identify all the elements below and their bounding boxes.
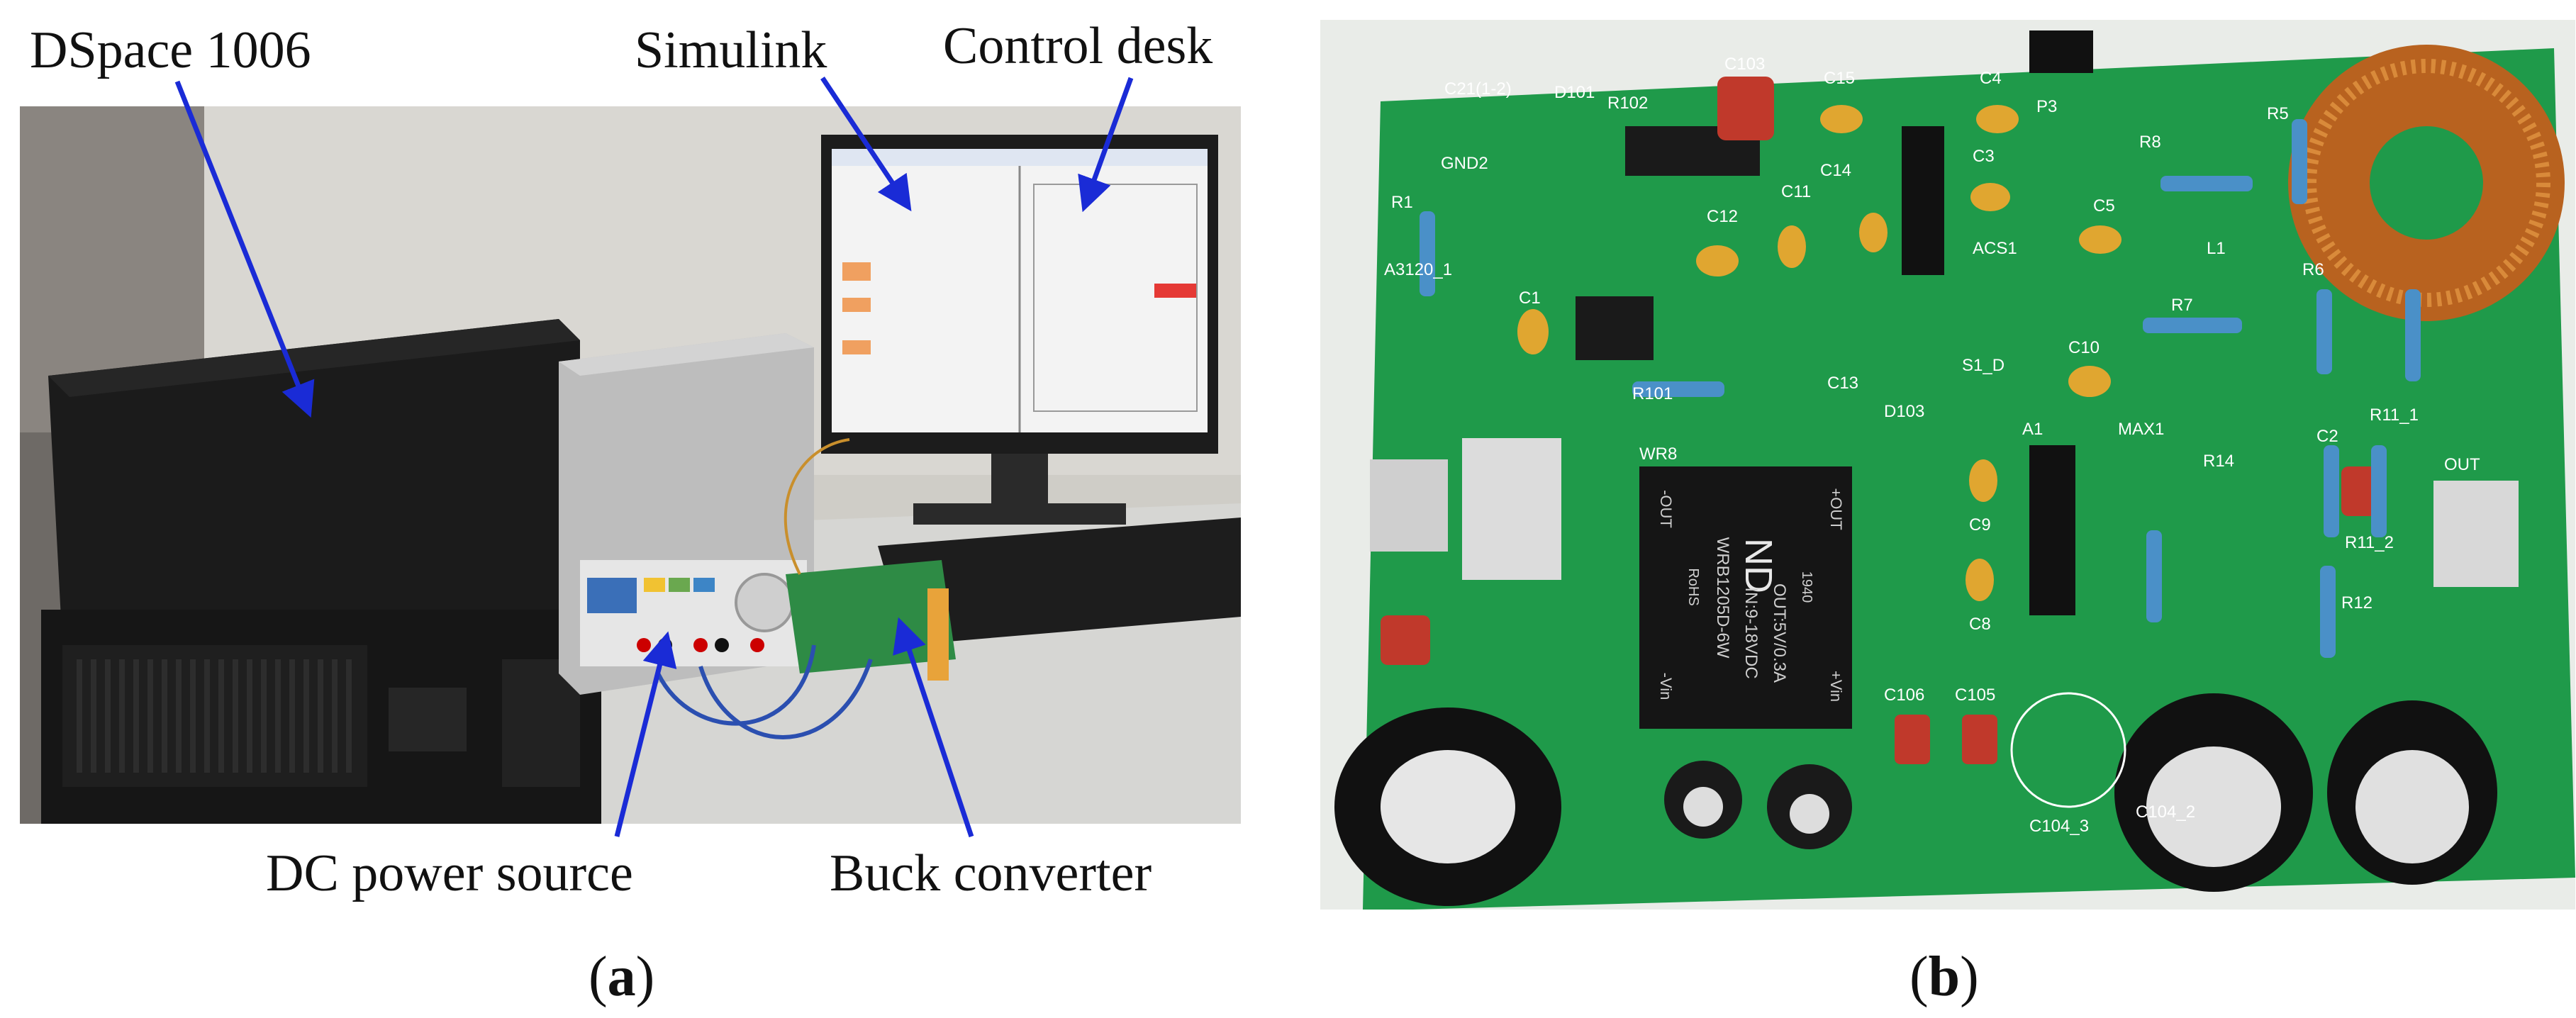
electrolytic-capacitors [1334, 693, 2497, 906]
silk-label: C2 [2316, 427, 2338, 446]
dcdc-module-plus-out: +OUT [1827, 488, 1845, 530]
silk-label: C104_2 [2136, 802, 2195, 822]
panel-a-label: (a) [589, 946, 655, 1008]
silk-label: R7 [2171, 296, 2193, 315]
silk-label: C104_3 [2029, 817, 2089, 836]
silk-label: C1 [1519, 289, 1541, 308]
silk-label: OUT [2444, 455, 2480, 474]
lab-setup-illustration [20, 106, 1241, 824]
output-terminal [2433, 481, 2519, 587]
dcdc-module-rohs: RoHS [1685, 568, 1701, 605]
silk-label: S1_D [1962, 356, 2005, 375]
silk-label: C11 [1781, 182, 1811, 201]
input-terminal [1370, 459, 1448, 552]
dcdc-module-minus-out: -OUT [1657, 490, 1675, 528]
silk-label: P3 [2036, 97, 2057, 116]
silk-label: R11_1 [2370, 405, 2419, 425]
silk-label: C21(1-2) [1444, 79, 1512, 99]
panel-b-letter: b [1928, 946, 1961, 1008]
silk-label: C10 [2068, 338, 2100, 357]
silk-label: C106 [1884, 686, 1924, 705]
silk-label: A1 [2022, 420, 2043, 439]
heatsink [1462, 438, 1561, 580]
panel-b-photo: ND WRB1205D-6W IN:9-18VDC OUT:5V/0.3A Ro… [1320, 20, 2575, 910]
silk-label: D103 [1884, 402, 1924, 421]
silk-label: GND2 [1441, 154, 1488, 173]
dcdc-module-date: 1940 [1799, 571, 1814, 603]
capacitor-footprint-outline [2010, 692, 2126, 808]
panel-a-letter: a [607, 946, 636, 1008]
callout-control-desk: Control desk [943, 17, 1213, 75]
callout-simulink: Simulink [635, 21, 827, 79]
silk-label: R14 [2203, 452, 2234, 471]
silk-label: R6 [2302, 260, 2324, 279]
callout-buck-converter: Buck converter [830, 844, 1152, 902]
silk-label: ACS1 [1973, 239, 2017, 258]
silk-label: MAX1 [2118, 420, 2164, 439]
silk-label: R101 [1632, 384, 1673, 403]
silk-label: L1 [2207, 239, 2226, 258]
silk-label: C15 [1824, 69, 1855, 88]
silk-label: R8 [2139, 133, 2161, 152]
dcdc-module-part: WRB1205D-6W [1713, 537, 1732, 659]
panel-a-photo [20, 106, 1241, 824]
dcdc-module-output: OUT:5V/0.3A [1770, 583, 1789, 683]
silk-label: C105 [1955, 686, 1995, 705]
dcdc-module-input: IN:9-18VDC [1741, 587, 1761, 678]
dspace-case [41, 319, 601, 824]
silk-label: C12 [1707, 207, 1738, 226]
silk-label: C3 [1973, 147, 1995, 166]
buck-converter-pcb: ND WRB1205D-6W IN:9-18VDC OUT:5V/0.3A Ro… [1320, 20, 2575, 910]
silk-label: C9 [1969, 515, 1991, 535]
dcdc-module-minus-vin: -Vin [1657, 673, 1675, 700]
toroid-inductor [2288, 45, 2565, 321]
dcdc-module-plus-vin: +Vin [1827, 671, 1845, 702]
dc-power-supply [559, 333, 814, 695]
silk-label: C14 [1820, 161, 1851, 180]
silk-label: R11_2 [2345, 533, 2394, 552]
callout-dc-power-source: DC power source [266, 844, 633, 902]
silk-label: C13 [1827, 374, 1858, 393]
dcdc-module: ND WRB1205D-6W IN:9-18VDC OUT:5V/0.3A Ro… [1639, 466, 1852, 729]
panel-b-label: (b) [1909, 946, 1979, 1008]
silkscreen-labels: C21(1-2) D101 R102 C103 C15 C4 P3 R5 GND… [1384, 55, 2480, 836]
silk-label: R12 [2341, 593, 2373, 613]
silk-label: C4 [1980, 69, 2002, 88]
silk-label: C5 [2093, 196, 2115, 216]
keyboard [878, 518, 1241, 645]
silk-label: R5 [2267, 104, 2289, 123]
silk-label: D101 [1554, 83, 1595, 102]
silk-label: C8 [1969, 615, 1991, 634]
silk-label: WR8 [1639, 444, 1677, 464]
silk-label: R102 [1607, 94, 1648, 113]
dcdc-module-brand: ND [1737, 538, 1780, 593]
silk-label: R1 [1391, 193, 1413, 212]
callout-dspace: DSpace 1006 [30, 21, 311, 79]
silk-label: A3120_1 [1384, 260, 1452, 279]
silk-label: C103 [1724, 55, 1765, 74]
